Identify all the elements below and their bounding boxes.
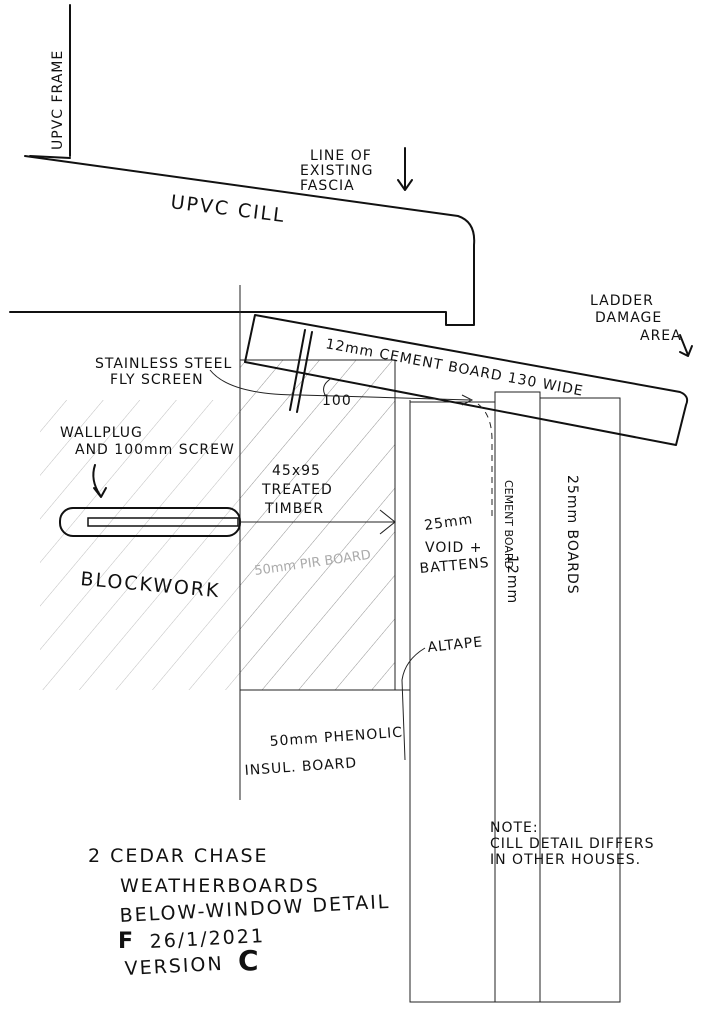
label-ladder-2: DAMAGE [595, 310, 662, 326]
label-void-3: BATTENS [419, 555, 490, 577]
version-label: VERSION [124, 953, 224, 980]
initials-signature: F [118, 929, 135, 954]
label-note-1: NOTE: [490, 820, 539, 836]
label-wallplug-2: AND 100mm SCREW [75, 442, 235, 458]
label-cement-vertical: CEMENT BOARD [502, 480, 515, 569]
label-void-1: 25mm [423, 511, 474, 534]
arrow-down-icon [92, 464, 107, 498]
screw-head [379, 509, 396, 535]
arrow-icon [679, 334, 693, 357]
fly-screen [289, 329, 313, 413]
timber-block [240, 360, 395, 690]
label-wallplug-1: WALLPLUG [60, 425, 143, 441]
label-fascia-3: FASCIA [300, 178, 355, 194]
label-altape: ALTAPE [427, 634, 484, 656]
frame-base [29, 155, 71, 159]
label-cement-12: 12mm [504, 555, 520, 604]
label-upvc-frame: UPVC FRAME [50, 50, 66, 150]
screw [87, 517, 239, 527]
void-zone [409, 401, 496, 1003]
label-ladder-3: AREA [640, 328, 682, 344]
version-value: C [238, 944, 259, 977]
cement-board-vertical [494, 391, 541, 1003]
dashed-line [477, 403, 493, 520]
label-timber-3: TIMBER [264, 501, 324, 517]
label-upvc-cill: UPVC CILL [169, 191, 287, 227]
label-phenolic-2: INSUL. BOARD [244, 755, 357, 779]
title-line-1: 2 CEDAR CHASE [88, 845, 269, 867]
label-fascia-2: EXISTING [300, 163, 373, 179]
label-boards-25: 25mm BOARDS [564, 475, 580, 595]
label-phenolic-1: 50mm PHENOLIC [269, 725, 403, 750]
label-fascia-1: LINE OF [310, 148, 372, 164]
leader-arrow [209, 369, 474, 406]
upvc-cill [9, 155, 476, 326]
label-note-2: CILL DETAIL DIFFERS [490, 836, 654, 852]
label-note-3: IN OTHER HOUSES. [490, 852, 641, 868]
blockwork-hatch [40, 400, 240, 690]
label-fly-2: FLY SCREEN [110, 372, 204, 388]
label-angle: 100 [322, 393, 352, 409]
cement-board-sloped [244, 314, 689, 446]
label-void-2: VOID + [425, 540, 482, 556]
label-ladder-1: LADDER [590, 293, 654, 309]
label-fly-1: STAINLESS STEEL [95, 356, 232, 372]
angle-arc [323, 377, 333, 396]
label-timber-2: TREATED [261, 482, 333, 498]
label-timber-1: 45x95 [272, 463, 321, 479]
arrow-down-icon [397, 147, 413, 191]
boards-vertical [539, 397, 621, 1003]
altape-leader [401, 647, 426, 761]
title-line-2: WEATHERBOARDS [120, 875, 320, 897]
